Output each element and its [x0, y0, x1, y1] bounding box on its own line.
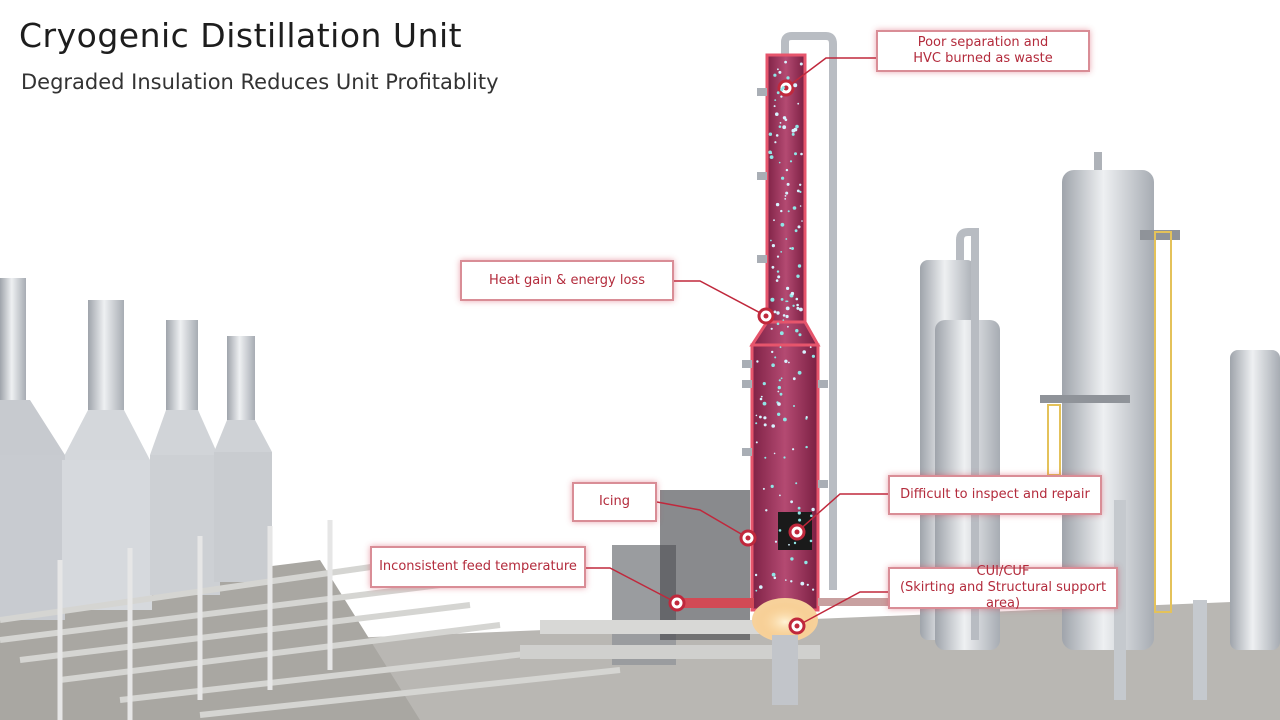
furnace-stacks — [0, 278, 272, 620]
callout-leaders — [586, 57, 890, 627]
distillation-column — [749, 53, 821, 705]
callout-feed-temp[interactable]: Inconsistent feed temperature — [370, 546, 586, 588]
pipe-rack-left — [0, 520, 621, 720]
callout-cui-cuf[interactable]: CUI/CUF (Skirting and Structural support… — [888, 564, 1118, 611]
marker-group — [668, 79, 806, 635]
target-ring-icon[interactable] — [757, 307, 775, 325]
callout-icing[interactable]: Icing — [572, 482, 657, 522]
support-pipe — [818, 598, 908, 606]
feed-line — [672, 598, 754, 608]
target-ring-icon[interactable] — [777, 79, 795, 97]
overhead-vapor-line — [781, 32, 837, 590]
target-ring-icon[interactable] — [668, 594, 686, 612]
target-ring-icon[interactable] — [788, 523, 806, 541]
target-ring-icon[interactable] — [788, 617, 806, 635]
page-title: Cryogenic Distillation Unit — [19, 16, 463, 55]
heat-exchangers — [520, 490, 820, 665]
callout-heat-gain[interactable]: Heat gain & energy loss — [460, 260, 674, 301]
callout-difficult-inspect[interactable]: Difficult to inspect and repair — [888, 475, 1102, 515]
callout-poor-separation[interactable]: Poor separation and HVC burned as waste — [876, 30, 1090, 72]
target-ring-icon[interactable] — [739, 529, 757, 547]
page-subtitle: Degraded Insulation Reduces Unit Profita… — [21, 70, 499, 94]
column-nozzles — [742, 88, 828, 488]
